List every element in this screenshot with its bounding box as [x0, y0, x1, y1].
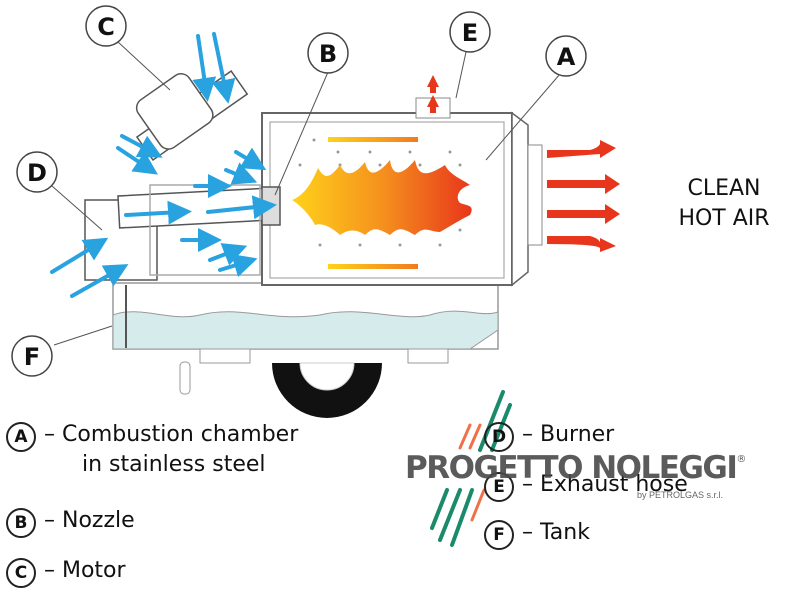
air-flow-arrows [50, 32, 277, 298]
legend-text: – Combustion chamber [44, 422, 299, 447]
clean-hot-air-label: CLEAN HOT AIR [664, 174, 784, 234]
hot-air-arrows [547, 140, 620, 252]
burner-assembly [84, 70, 281, 281]
svg-text:A: A [557, 43, 576, 71]
flame-icon [292, 160, 472, 235]
svg-text:C: C [97, 13, 115, 41]
hot-air-line-1: CLEAN [687, 176, 761, 201]
legend-item-f: F – Tank [484, 518, 688, 558]
callout-f: F [11, 335, 53, 377]
svg-text:B: B [319, 40, 337, 68]
callout-c: C [85, 5, 127, 47]
badge-b: B [6, 508, 36, 538]
hot-streak-bottom [328, 264, 418, 269]
badge-d: D [484, 422, 514, 452]
legend-item-e: E – Exhaust hose [484, 470, 688, 518]
exhaust-arrows [427, 75, 439, 113]
legend-item-b: B – Nozzle [6, 506, 298, 546]
legend-item-d: D – Burner [484, 420, 688, 470]
logo-stripes-icon [430, 390, 512, 547]
svg-text:F: F [24, 343, 40, 371]
hot-streak-top [328, 137, 418, 142]
legend-text: – Motor [44, 558, 126, 583]
callout-b: B [307, 32, 349, 74]
legend-text: – Tank [522, 520, 590, 545]
watermark-logo: PROGETTO NOLEGGI® [405, 450, 746, 486]
callout-e: E [449, 11, 491, 53]
legend-text-cont: in stainless steel [82, 452, 266, 477]
badge-e: E [484, 472, 514, 502]
leader-lines [51, 41, 561, 346]
wheel-icon [272, 362, 382, 418]
svg-text:E: E [462, 19, 478, 47]
tank [112, 282, 499, 395]
badge-f: F [484, 520, 514, 550]
badge-a: A [6, 422, 36, 452]
svg-text:D: D [27, 159, 47, 187]
watermark-subtitle: by PETROLGAS s.r.l. [637, 490, 724, 500]
registered-mark: ® [736, 454, 746, 465]
legend-text: – Burner [522, 422, 615, 447]
hot-air-line-2: HOT AIR [678, 206, 770, 231]
legend-text: – Nozzle [44, 508, 135, 533]
legend-item-a: A – Combustion chamber in stainless stee… [6, 420, 298, 494]
logo-name: PROGETTO NOLEGGI [405, 450, 738, 486]
callout-d: D [16, 151, 58, 193]
legend-left: A – Combustion chamber in stainless stee… [6, 420, 298, 596]
legend-right: D – Burner E – Exhaust hose F – Tank [484, 420, 688, 558]
callout-a: A [545, 35, 587, 77]
badge-c: C [6, 558, 36, 588]
legend-text: – Exhaust hose [522, 472, 688, 497]
legend-item-c: C – Motor [6, 556, 298, 596]
